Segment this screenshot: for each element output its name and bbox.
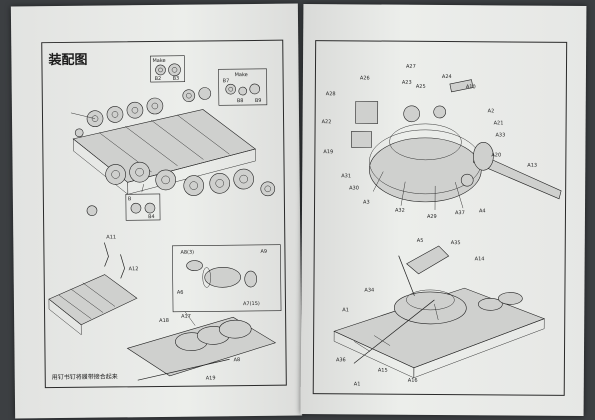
callout-wheel-make: Make: [152, 58, 165, 64]
hub-callout-box: Make B7 B8 B9: [218, 68, 268, 106]
callout-b8: B8: [237, 98, 244, 104]
callout-a3: A3: [363, 199, 370, 205]
callout-a37: A37: [455, 210, 465, 216]
callout-a36: A36: [336, 357, 346, 363]
assembled-tank: [333, 245, 546, 379]
callout-a8b: A8: [234, 357, 241, 363]
callout-a19r: A19: [323, 149, 333, 155]
callout-a24: A24: [442, 74, 452, 80]
rear-deck-detail: A11 A12: [48, 234, 139, 336]
callout-b9: B9: [255, 98, 262, 104]
callout-a26: A26: [360, 75, 370, 81]
callout-a16: A16: [408, 378, 418, 384]
right-page-frame: A27 A26 A23 A25 A24 A10 A28 A2 A22 A21 A…: [312, 40, 568, 396]
right-page: A27 A26 A23 A25 A24 A10 A28 A2 A22 A21 A…: [300, 4, 587, 416]
callout-a35: A35: [451, 240, 461, 246]
callout-b4: B4: [148, 214, 155, 220]
callout-b: B: [128, 196, 132, 202]
callout-a2: A2: [488, 108, 495, 114]
callout-a32: A32: [395, 208, 405, 214]
left-page-frame: 装配图 Make B2 B3 Make B7: [41, 39, 287, 389]
callout-a9: A9: [260, 249, 267, 255]
callout-a18: A18: [159, 318, 169, 324]
b-parts-callout: B B4: [125, 193, 161, 221]
turret-assembly-drawing: A27 A26 A23 A25 A24 A10 A28 A2 A22 A21 A…: [322, 64, 562, 387]
callout-a4: A4: [479, 208, 486, 214]
callout-a22: A22: [322, 119, 332, 125]
callout-b3: B3: [173, 76, 180, 82]
callout-a25: A25: [416, 84, 426, 90]
fuel-drum-callout: A8(3) A9 A6 A7(15): [172, 244, 282, 313]
left-page: 装配图 Make B2 B3 Make B7: [10, 3, 303, 419]
callout-a6: A6: [177, 290, 184, 296]
callout-a12: A12: [129, 266, 139, 272]
callout-a17: A17: [181, 314, 191, 320]
callout-a29: A29: [427, 214, 437, 220]
callout-a15: A15: [378, 368, 388, 374]
callout-b2: B2: [155, 76, 162, 82]
callout-a33: A33: [496, 132, 506, 138]
callout-a1b: A1: [354, 381, 361, 387]
turret-body: [351, 79, 562, 210]
road-wheels-upper: [74, 87, 212, 138]
callout-hub-make: Make: [235, 72, 248, 78]
assembly-note: 用钉书钉将履带接合起来: [51, 373, 118, 382]
callout-a34: A34: [364, 287, 374, 293]
callout-a28: A28: [326, 91, 336, 97]
wheel-callout-box: Make B2 B3: [150, 55, 185, 83]
callout-a8: A8(3): [180, 250, 194, 256]
callout-a20: A20: [491, 152, 501, 158]
hull-assembly-drawing: Make B2 B3 Make B7 B8 B9: [48, 55, 282, 381]
callout-a11: A11: [106, 234, 116, 240]
callout-a13: A13: [527, 163, 537, 169]
rear-hull-drums: A18 A17 A8 A19: [126, 314, 277, 381]
road-wheels-lower: [86, 161, 276, 216]
callout-a31: A31: [341, 173, 351, 179]
callout-a30: A30: [349, 185, 359, 191]
callout-a10: A10: [466, 84, 476, 90]
callout-a21: A21: [494, 120, 504, 126]
callout-a23: A23: [402, 80, 412, 86]
callout-b7: B7: [223, 78, 230, 84]
callout-a19: A19: [206, 375, 216, 381]
callout-a5: A5: [417, 238, 424, 244]
callout-a1: A1: [342, 307, 349, 313]
callout-a7: A7(15): [243, 301, 260, 307]
callout-a27: A27: [406, 64, 416, 70]
callout-a14: A14: [475, 256, 485, 262]
